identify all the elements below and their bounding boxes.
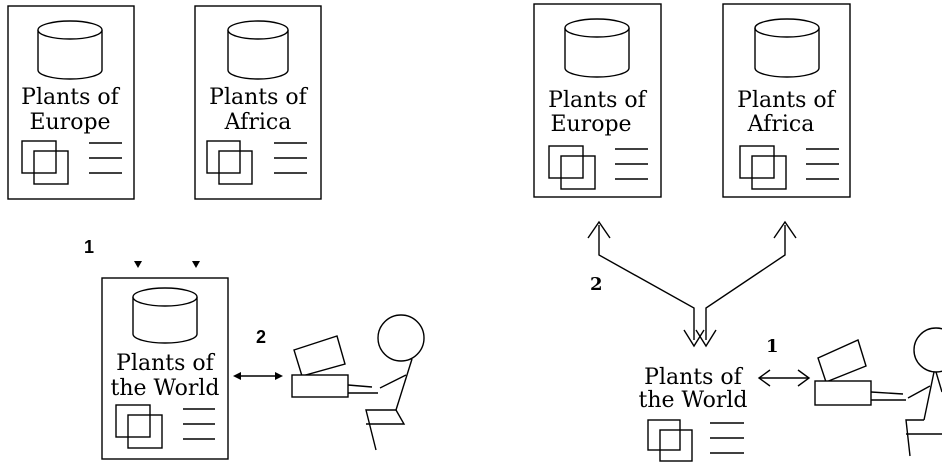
- pages-icon: [647, 419, 693, 462]
- person-icon: [905, 327, 942, 457]
- right-europe-document: Plants of Europe: [533, 3, 662, 198]
- pages-icon: [548, 145, 596, 190]
- text-lines-icon: [615, 148, 648, 180]
- user-at-computer-icon: [291, 314, 425, 451]
- africa-title-line1: Plants of: [209, 85, 308, 110]
- text-lines-icon: [183, 408, 215, 440]
- left-africa-document: Plants of Africa: [194, 5, 322, 200]
- left-europe-document: Plants of Europe: [7, 5, 135, 200]
- right-step-2-label: 2: [590, 274, 603, 295]
- text-lines-icon: [710, 422, 744, 454]
- text-lines-icon: [274, 142, 307, 174]
- africa-title-line2: Africa: [747, 112, 815, 137]
- database-icon: [227, 20, 289, 80]
- right-africa-document: Plants of Africa: [722, 3, 851, 198]
- world-title-line1: Plants of: [116, 351, 215, 376]
- text-lines-icon: [806, 148, 839, 180]
- europe-title-line2: Europe: [550, 112, 631, 137]
- africa-title-line1: Plants of: [737, 88, 836, 113]
- text-lines-icon: [89, 142, 122, 174]
- database-icon: [564, 18, 630, 78]
- europe-title-line1: Plants of: [548, 88, 647, 113]
- laptop-icon: [291, 335, 378, 398]
- africa-title-line2: Africa: [224, 110, 292, 135]
- left-world-document: Plants of the World: [101, 277, 229, 460]
- branching-arrows: [587, 220, 797, 348]
- pages-icon: [115, 404, 163, 449]
- bidirectional-arrow: [757, 369, 811, 387]
- right-step-1-label: 1: [766, 336, 779, 357]
- bidirectional-arrow: [233, 372, 283, 380]
- laptop-icon: [814, 339, 906, 406]
- user-at-computer-icon: [814, 327, 942, 457]
- world-title-line2: the World: [110, 376, 219, 401]
- pages-icon: [21, 140, 69, 185]
- world-title-line2: the World: [638, 388, 747, 413]
- left-step-2-label: 2: [256, 327, 266, 347]
- database-icon: [37, 20, 103, 80]
- pages-icon: [739, 145, 787, 190]
- database-icon: [132, 287, 198, 344]
- world-title-line1: Plants of: [644, 365, 743, 390]
- right-world-resource: Plants of the World: [638, 365, 748, 462]
- down-triangle-marker: [192, 261, 200, 268]
- europe-title-line2: Europe: [29, 110, 110, 135]
- europe-title-line1: Plants of: [21, 85, 120, 110]
- database-icon: [754, 18, 820, 78]
- pages-icon: [206, 140, 253, 185]
- left-step-1-label: 1: [84, 237, 94, 257]
- down-triangle-marker: [134, 261, 142, 268]
- person-icon: [365, 314, 425, 451]
